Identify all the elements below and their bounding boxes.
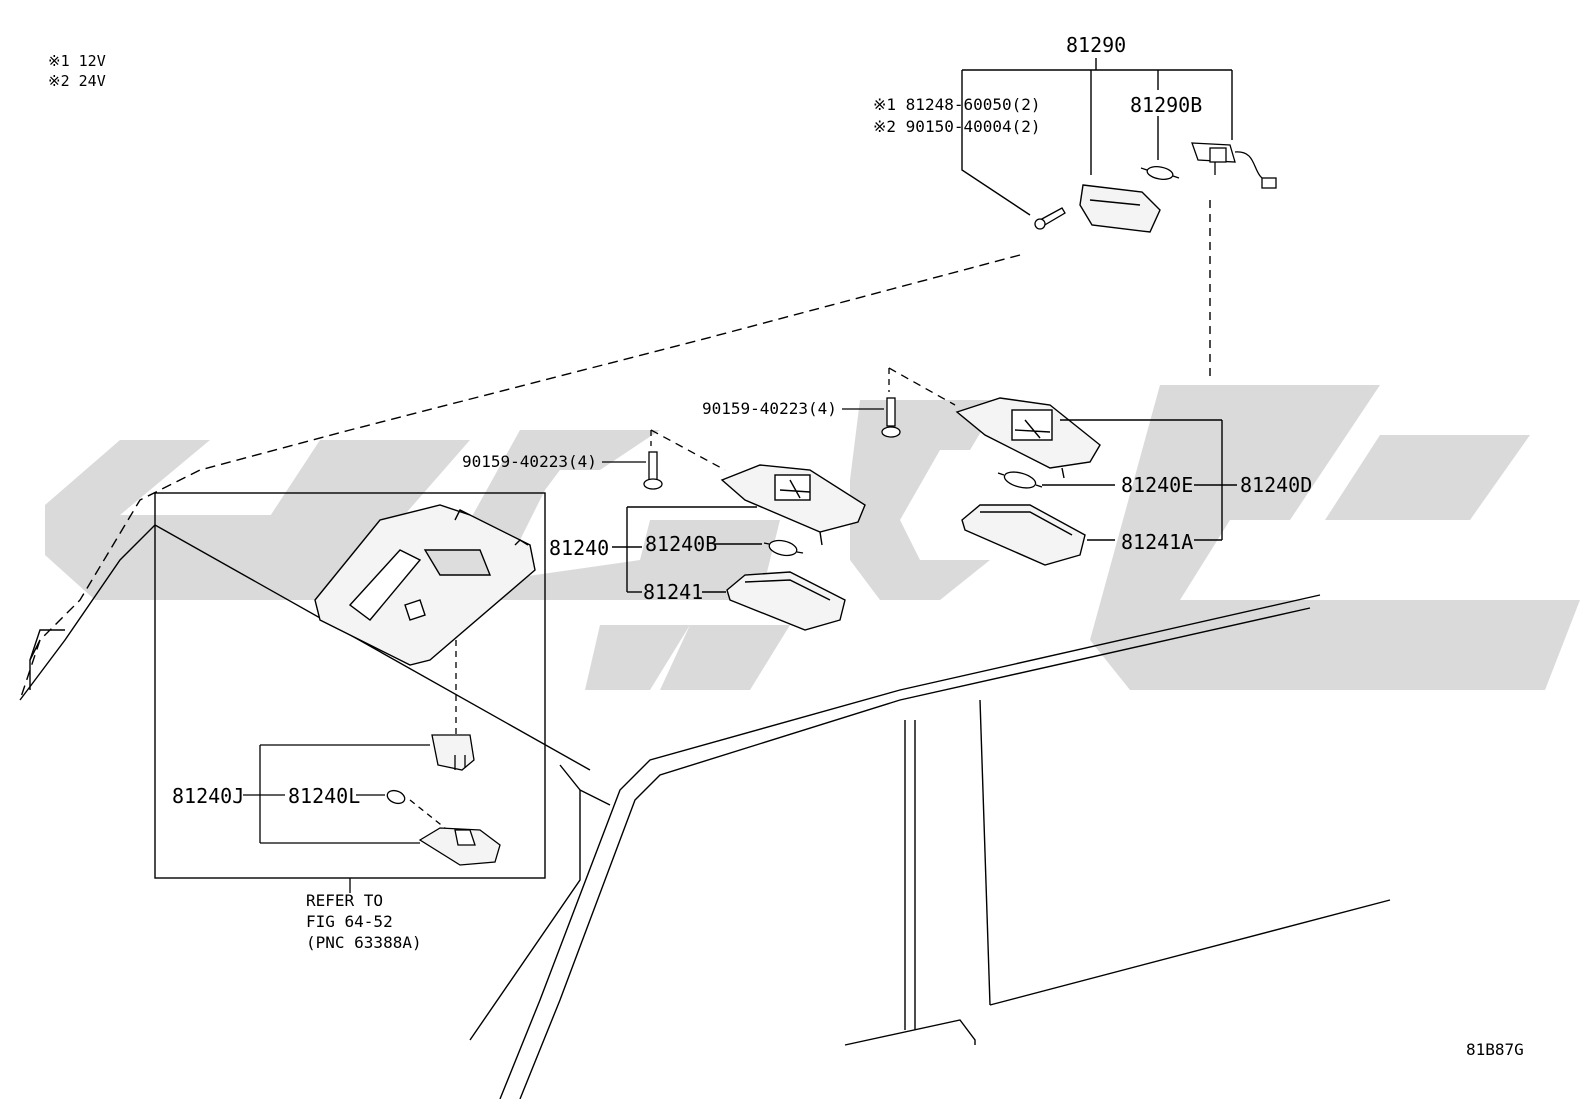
lamp-socket-harness-icon (1191, 142, 1277, 189)
lens-81241A-icon (961, 504, 1086, 566)
lens-81241-icon (726, 571, 846, 631)
part-label-90150: ※2 90150-40004(2) (873, 117, 1041, 136)
screw-90159-left-icon (602, 429, 726, 490)
housing-81240D-icon (955, 397, 1101, 479)
part-label-81241A: 81241A (1121, 530, 1194, 554)
housing-81240-icon (720, 464, 866, 546)
assembly-81290-lines (961, 58, 1233, 380)
part-label-81248: ※1 81248-60050(2) (873, 95, 1041, 114)
part-label-81240E: 81240E (1121, 473, 1194, 497)
lens-81290-icon (1079, 184, 1161, 233)
figure-code: 81B87G (1466, 1040, 1524, 1059)
refer-note-line1: REFER TO (306, 891, 384, 910)
part-label-81290B: 81290B (1130, 93, 1203, 117)
bulb-81290B-icon (1140, 166, 1180, 180)
bulb-81240E-icon (997, 471, 1043, 489)
part-label-81240B: 81240B (645, 532, 718, 556)
watermark-logo (45, 385, 1580, 690)
refer-note-line3: (PNC 63388A) (306, 933, 422, 952)
refer-note-line2: FIG 64-52 (306, 912, 393, 931)
bracket-81240D (1042, 419, 1237, 541)
bulb-81240B-icon (763, 539, 804, 557)
legend-note-2: ※2 24V (48, 72, 106, 90)
bulb-81240L-icon (386, 789, 406, 805)
legend-note-1: ※1 12V (48, 52, 106, 70)
part-label-81241: 81241 (643, 580, 704, 604)
socket-81240J-icon (431, 734, 475, 771)
screw-90159-right-icon (842, 367, 956, 438)
inset-lines (243, 640, 461, 893)
part-label-81240: 81240 (549, 536, 610, 560)
part-label-81240J: 81240J (172, 784, 245, 808)
part-label-screw-right: 90159-40223(4) (702, 399, 837, 418)
overhead-console-icon (314, 504, 536, 666)
part-label-81240L: 81240L (288, 784, 361, 808)
housing-81240J-icon (418, 827, 501, 866)
part-label-81240D: 81240D (1240, 473, 1313, 497)
screw-81248-icon (1034, 207, 1066, 230)
part-label-screw-left: 90159-40223(4) (462, 452, 597, 471)
bracket-81240 (612, 506, 762, 593)
part-label-81290: 81290 (1066, 33, 1127, 57)
